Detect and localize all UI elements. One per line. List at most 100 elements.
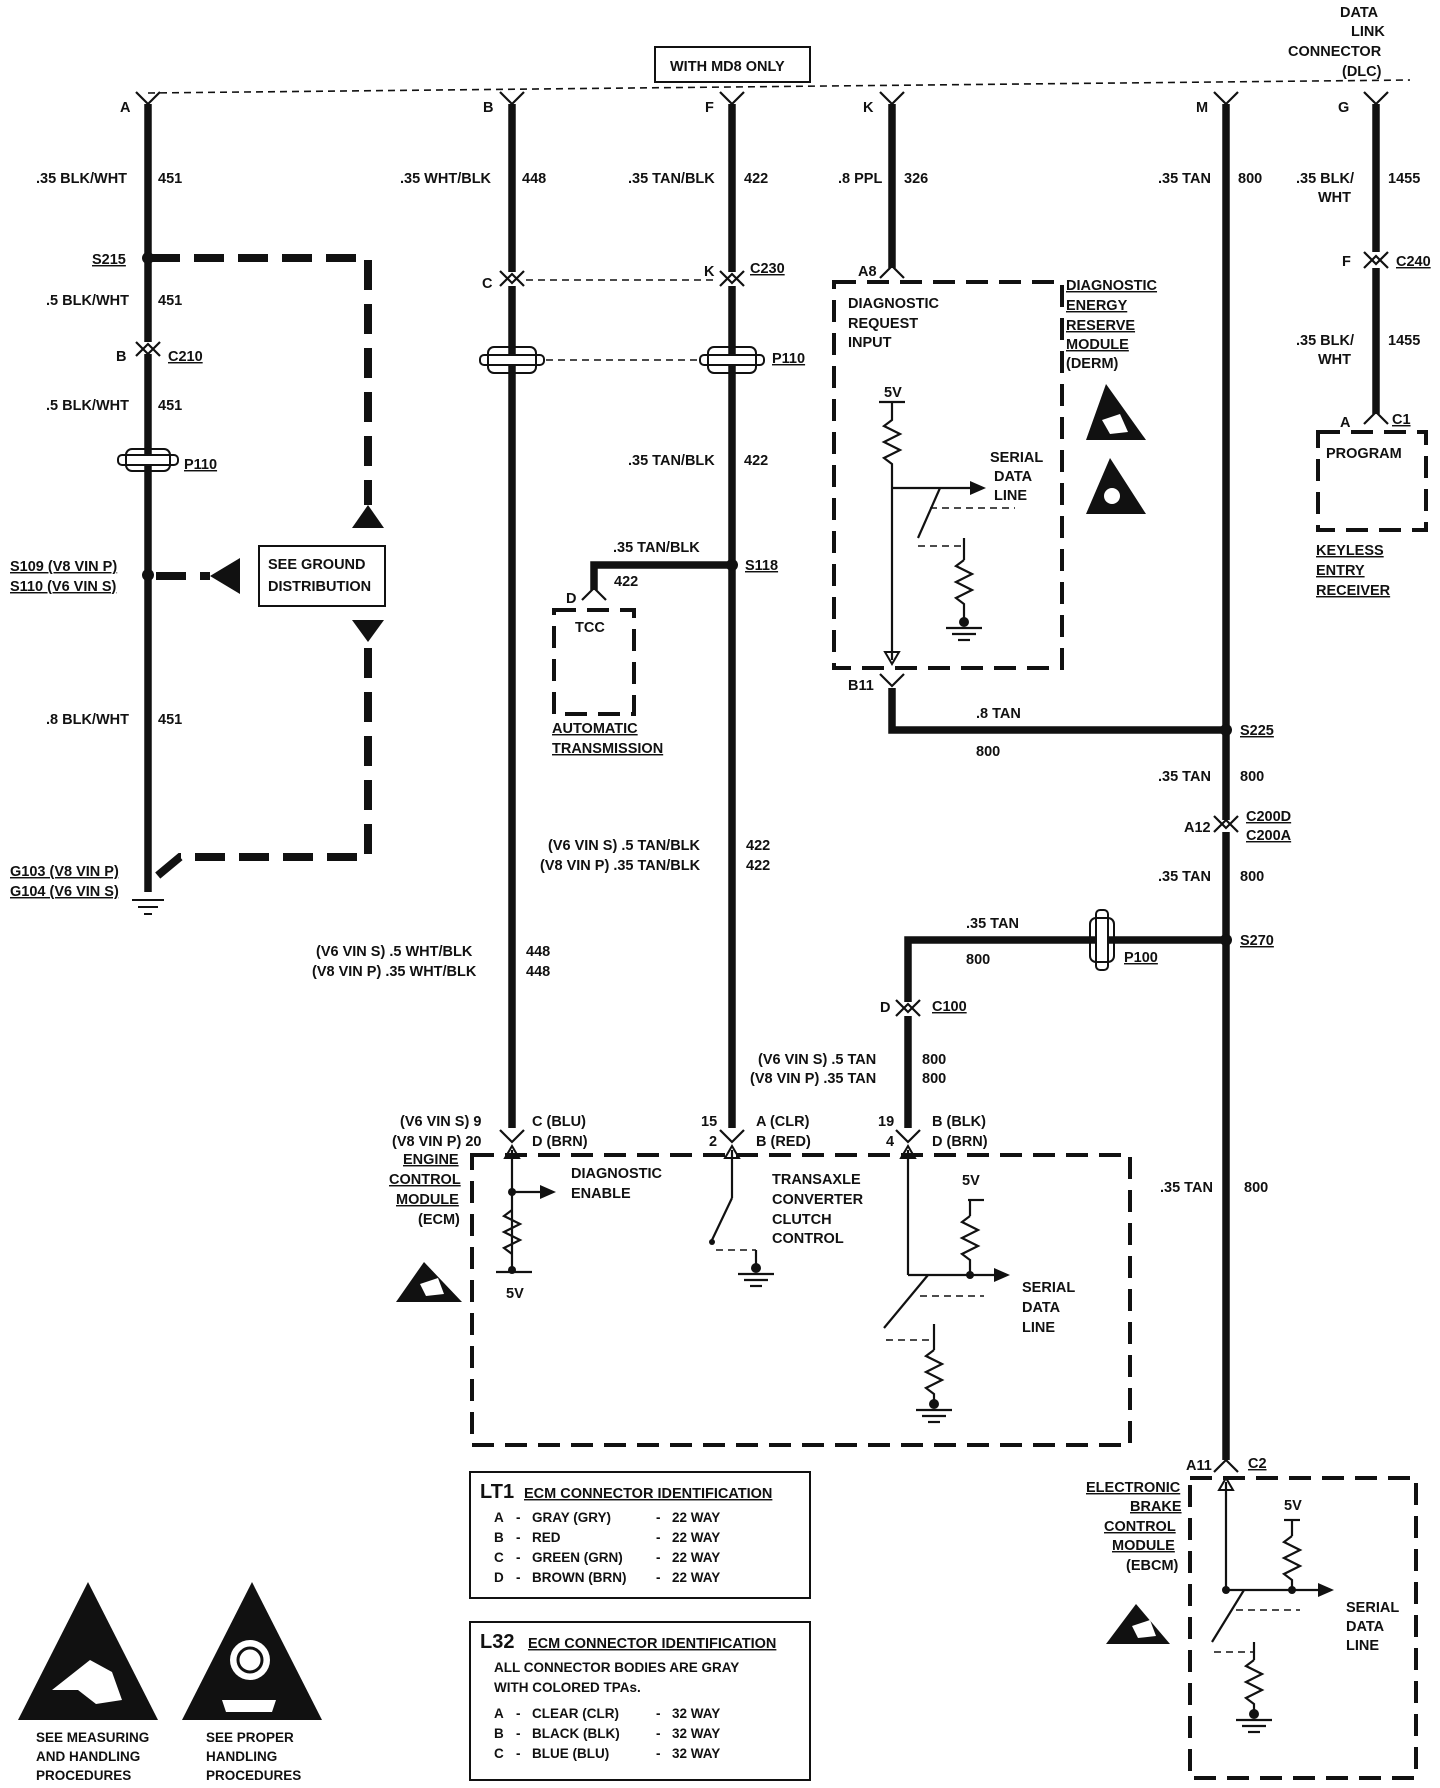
svg-text:.35 TAN: .35 TAN [1160,1180,1213,1196]
svg-text:32 WAY: 32 WAY [672,1746,720,1761]
esd-handling-icon [182,1582,322,1720]
esd-warning-icon [1086,384,1146,440]
svg-text:-: - [516,1510,521,1525]
l32-table [469,1621,811,1781]
svg-text:451: 451 [158,293,182,309]
svg-text:DIAGNOSTIC: DIAGNOSTIC [1066,278,1158,294]
svg-text:22 WAY: 22 WAY [672,1530,720,1545]
svg-text:G104 (V6 VIN S): G104 (V6 VIN S) [10,884,119,900]
svg-text:KEYLESS: KEYLESS [1316,543,1384,559]
svg-text:S215: S215 [92,252,126,268]
c210-lower [135,342,161,357]
svg-text:422: 422 [744,453,768,469]
svg-text:LINE: LINE [994,488,1027,504]
svg-text:WHT: WHT [1318,190,1351,206]
svg-text:C2: C2 [1248,1456,1267,1472]
svg-text:K: K [704,264,715,280]
svg-text:D (BRN): D (BRN) [932,1134,988,1150]
svg-text:HANDLING: HANDLING [206,1749,277,1764]
svg-text:F: F [1342,254,1351,270]
svg-text:800: 800 [1240,769,1264,785]
svg-text:-: - [656,1706,661,1721]
wire-800-derm [888,688,1228,734]
wire-800-p100 [904,936,1226,1002]
svg-text:-: - [656,1746,661,1761]
svg-text:MODULE: MODULE [1112,1538,1175,1554]
svg-text:BLUE (BLU): BLUE (BLU) [532,1746,609,1761]
ecm-serial-circuit [883,1144,1010,1424]
ebcm-title: ELECTRONIC BRAKE CONTROL MODULE (EBCM) [1086,1480,1182,1574]
p110-passthrough-a [117,448,179,472]
svg-text:CLEAR (CLR): CLEAR (CLR) [532,1706,619,1721]
svg-text:ENERGY: ENERGY [1066,298,1128,314]
svg-text:D: D [566,591,576,607]
svg-text:1455: 1455 [1388,333,1420,349]
svg-text:800: 800 [1244,1180,1268,1196]
svg-text:(V8 VIN P) .35 TAN: (V8 VIN P) .35 TAN [750,1071,876,1087]
svg-text:A: A [1340,415,1351,431]
svg-text:K: K [863,100,874,116]
p100-passthrough [1089,909,1115,971]
svg-text:-: - [656,1570,661,1585]
svg-text:GRAY (GRY): GRAY (GRY) [532,1510,611,1525]
svg-text:22 WAY: 22 WAY [672,1550,720,1565]
svg-text:ELECTRONIC: ELECTRONIC [1086,1480,1181,1496]
svg-text:TCC: TCC [575,620,605,636]
svg-text:800: 800 [1238,171,1262,187]
svg-text:.35 TAN: .35 TAN [966,916,1019,932]
svg-text:5V: 5V [884,385,902,401]
svg-text:BRAKE: BRAKE [1130,1499,1182,1515]
svg-text:448: 448 [526,944,550,960]
svg-text:(V6 VIN S) .5 WHT/BLK: (V6 VIN S) .5 WHT/BLK [316,944,473,960]
dlc-label: DATA LINK CONNECTOR (DLC) [1288,5,1385,80]
svg-text:DATA: DATA [1340,5,1379,21]
svg-text:-: - [516,1706,521,1721]
svg-text:800: 800 [1240,869,1264,885]
svg-text:LINE: LINE [1022,1320,1055,1336]
svg-text:B11: B11 [848,678,874,694]
svg-text:C: C [494,1746,504,1761]
svg-text:BLACK (BLK): BLACK (BLK) [532,1726,620,1741]
svg-text:A: A [494,1706,504,1721]
svg-text:CONTROL: CONTROL [772,1231,844,1247]
svg-text:SEE PROPER: SEE PROPER [206,1730,294,1745]
svg-text:.8 TAN: .8 TAN [976,706,1021,722]
svg-text:.35 TAN/BLK: .35 TAN/BLK [628,453,715,469]
svg-text:1455: 1455 [1388,171,1420,187]
svg-text:RED: RED [532,1530,561,1545]
svg-text:800: 800 [922,1052,946,1068]
svg-text:A: A [120,100,131,116]
svg-text:2: 2 [709,1134,717,1150]
svg-text:ECM CONNECTOR IDENTIFICATION: ECM CONNECTOR IDENTIFICATION [528,1636,776,1652]
svg-text:LINE: LINE [1346,1638,1379,1654]
svg-text:19: 19 [878,1114,894,1130]
svg-text:RECEIVER: RECEIVER [1316,583,1391,599]
ecm-tcc-circuit [709,1144,774,1288]
lt1-table [469,1471,811,1599]
svg-text:-: - [656,1550,661,1565]
svg-text:D (BRN): D (BRN) [532,1134,588,1150]
svg-text:AND HANDLING: AND HANDLING [36,1749,140,1764]
svg-text:-: - [516,1570,521,1585]
svg-text:PROCEDURES: PROCEDURES [36,1768,131,1783]
svg-text:422: 422 [614,574,638,590]
svg-text:LT1: LT1 [480,1481,514,1503]
p110-passthrough-b [479,346,545,374]
svg-text:B (RED): B (RED) [756,1134,811,1150]
svg-text:LINK: LINK [1351,24,1385,40]
top-pin-letters: A B F K M G [120,100,1349,116]
svg-text:P110: P110 [184,457,217,473]
svg-text:TRANSMISSION: TRANSMISSION [552,741,663,757]
svg-text:MODULE: MODULE [1066,337,1129,353]
svg-text:B: B [494,1726,504,1741]
svg-text:CONVERTER: CONVERTER [772,1192,864,1208]
svg-text:32 WAY: 32 WAY [672,1706,720,1721]
svg-text:RESERVE: RESERVE [1066,318,1135,334]
svg-text:SERIAL: SERIAL [990,450,1043,466]
svg-text:422: 422 [746,858,770,874]
svg-text:BROWN (BRN): BROWN (BRN) [532,1570,626,1585]
svg-text:B: B [494,1530,504,1545]
svg-text:S225: S225 [1240,723,1274,739]
svg-text:A8: A8 [858,264,877,280]
svg-text:MODULE: MODULE [396,1192,459,1208]
